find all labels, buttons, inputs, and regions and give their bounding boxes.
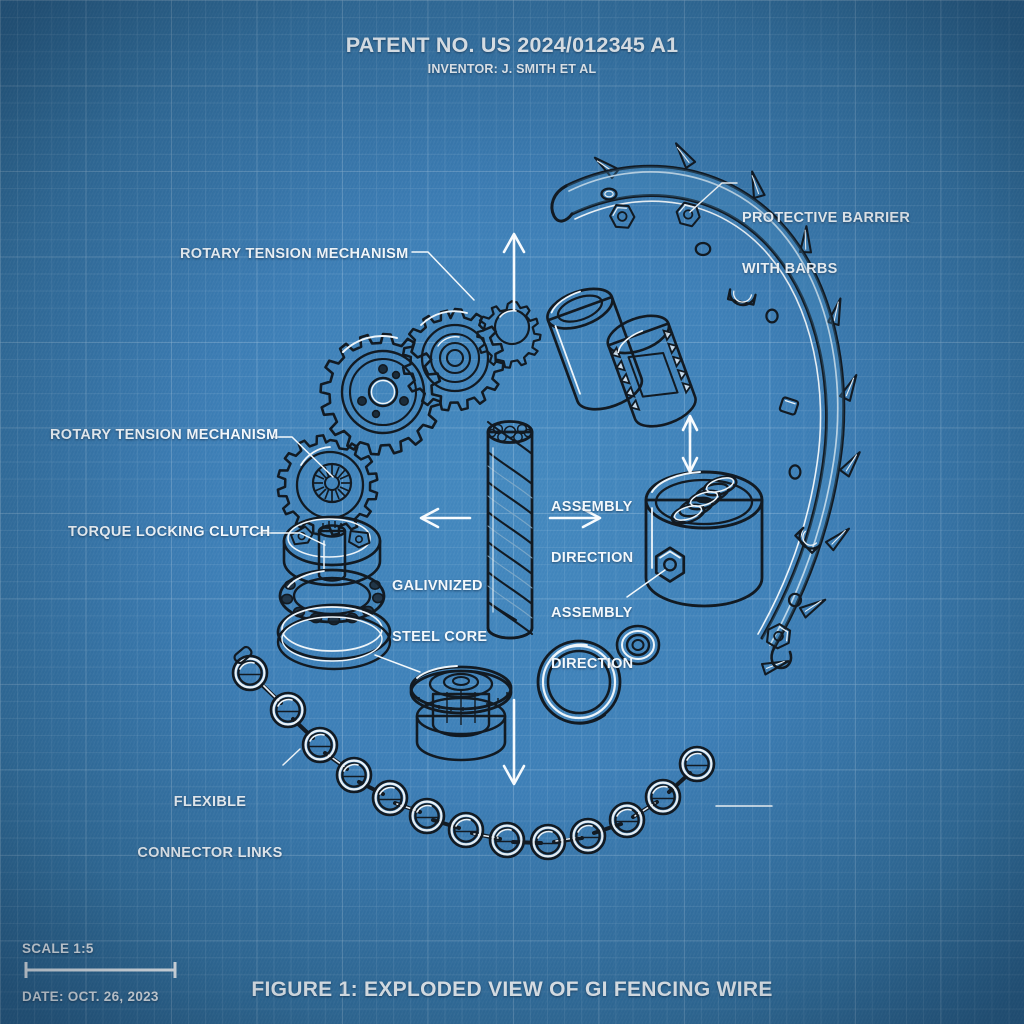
torque-locking-clutch-assembly	[276, 434, 392, 671]
label-assembly-direction-lower: ASSEMBLY DIRECTION	[551, 571, 633, 707]
rotary-tension-gear-large	[319, 332, 443, 456]
callout-core-line1: GALIVNIZED	[392, 578, 487, 595]
assembly-lower-line1: ASSEMBLY	[551, 605, 633, 622]
large-washer	[536, 639, 622, 725]
callout-flexible-connector-links: FLEXIBLE CONNECTOR LINKS	[130, 760, 290, 896]
date-label: DATE: OCT. 26, 2023	[22, 989, 159, 1004]
callout-protective-barrier: PROTECTIVE BARRIER WITH BARBS	[742, 176, 910, 312]
callout-flexible-line2: CONNECTOR LINKS	[130, 845, 290, 862]
figure-caption: FIGURE 1: EXPLODED VIEW OF GI FENCING WI…	[0, 978, 1024, 1002]
assembly-direction-arrows	[419, 232, 699, 786]
callout-leader-lines	[258, 182, 773, 807]
scale-label: SCALE 1:5	[22, 941, 94, 956]
protective-barrier-arc	[550, 139, 866, 676]
callout-barrier-line2: WITH BARBS	[742, 261, 910, 278]
threaded-sleeve-outer	[546, 287, 644, 411]
spring-housing	[644, 470, 764, 608]
assembly-right-line1: ASSEMBLY	[551, 499, 633, 516]
flexible-connector-chain	[231, 645, 716, 861]
callout-core-line2: STEEL CORE	[392, 629, 487, 646]
callout-rotary-tension-left: ROTARY TENSION MECHANISM	[50, 427, 278, 444]
callout-torque-locking-clutch: TORQUE LOCKING CLUTCH	[68, 524, 271, 541]
assembly-right-line2: DIRECTION	[551, 550, 633, 567]
grooved-pulley	[409, 665, 513, 762]
callout-rotary-tension-top: ROTARY TENSION MECHANISM	[180, 246, 408, 263]
label-assembly-direction-right: ASSEMBLY DIRECTION	[551, 465, 633, 601]
callout-galvanized-steel-core: GALIVNIZED STEEL CORE	[392, 544, 487, 680]
callout-flexible-line1: FLEXIBLE	[130, 794, 290, 811]
threaded-sleeve-inner	[606, 314, 697, 428]
rotary-tension-gear-small	[476, 300, 542, 369]
callout-barrier-line1: PROTECTIVE BARRIER	[742, 210, 910, 227]
galvanized-steel-core	[486, 420, 534, 640]
small-bearing	[615, 624, 661, 666]
rotary-tension-gear-mid	[401, 307, 505, 412]
inventor-subtitle: INVENTOR: J. SMITH ET AL	[0, 62, 1024, 76]
page-title: PATENT NO. US 2024/012345 A1	[0, 33, 1024, 58]
assembly-lower-line2: DIRECTION	[551, 656, 633, 673]
